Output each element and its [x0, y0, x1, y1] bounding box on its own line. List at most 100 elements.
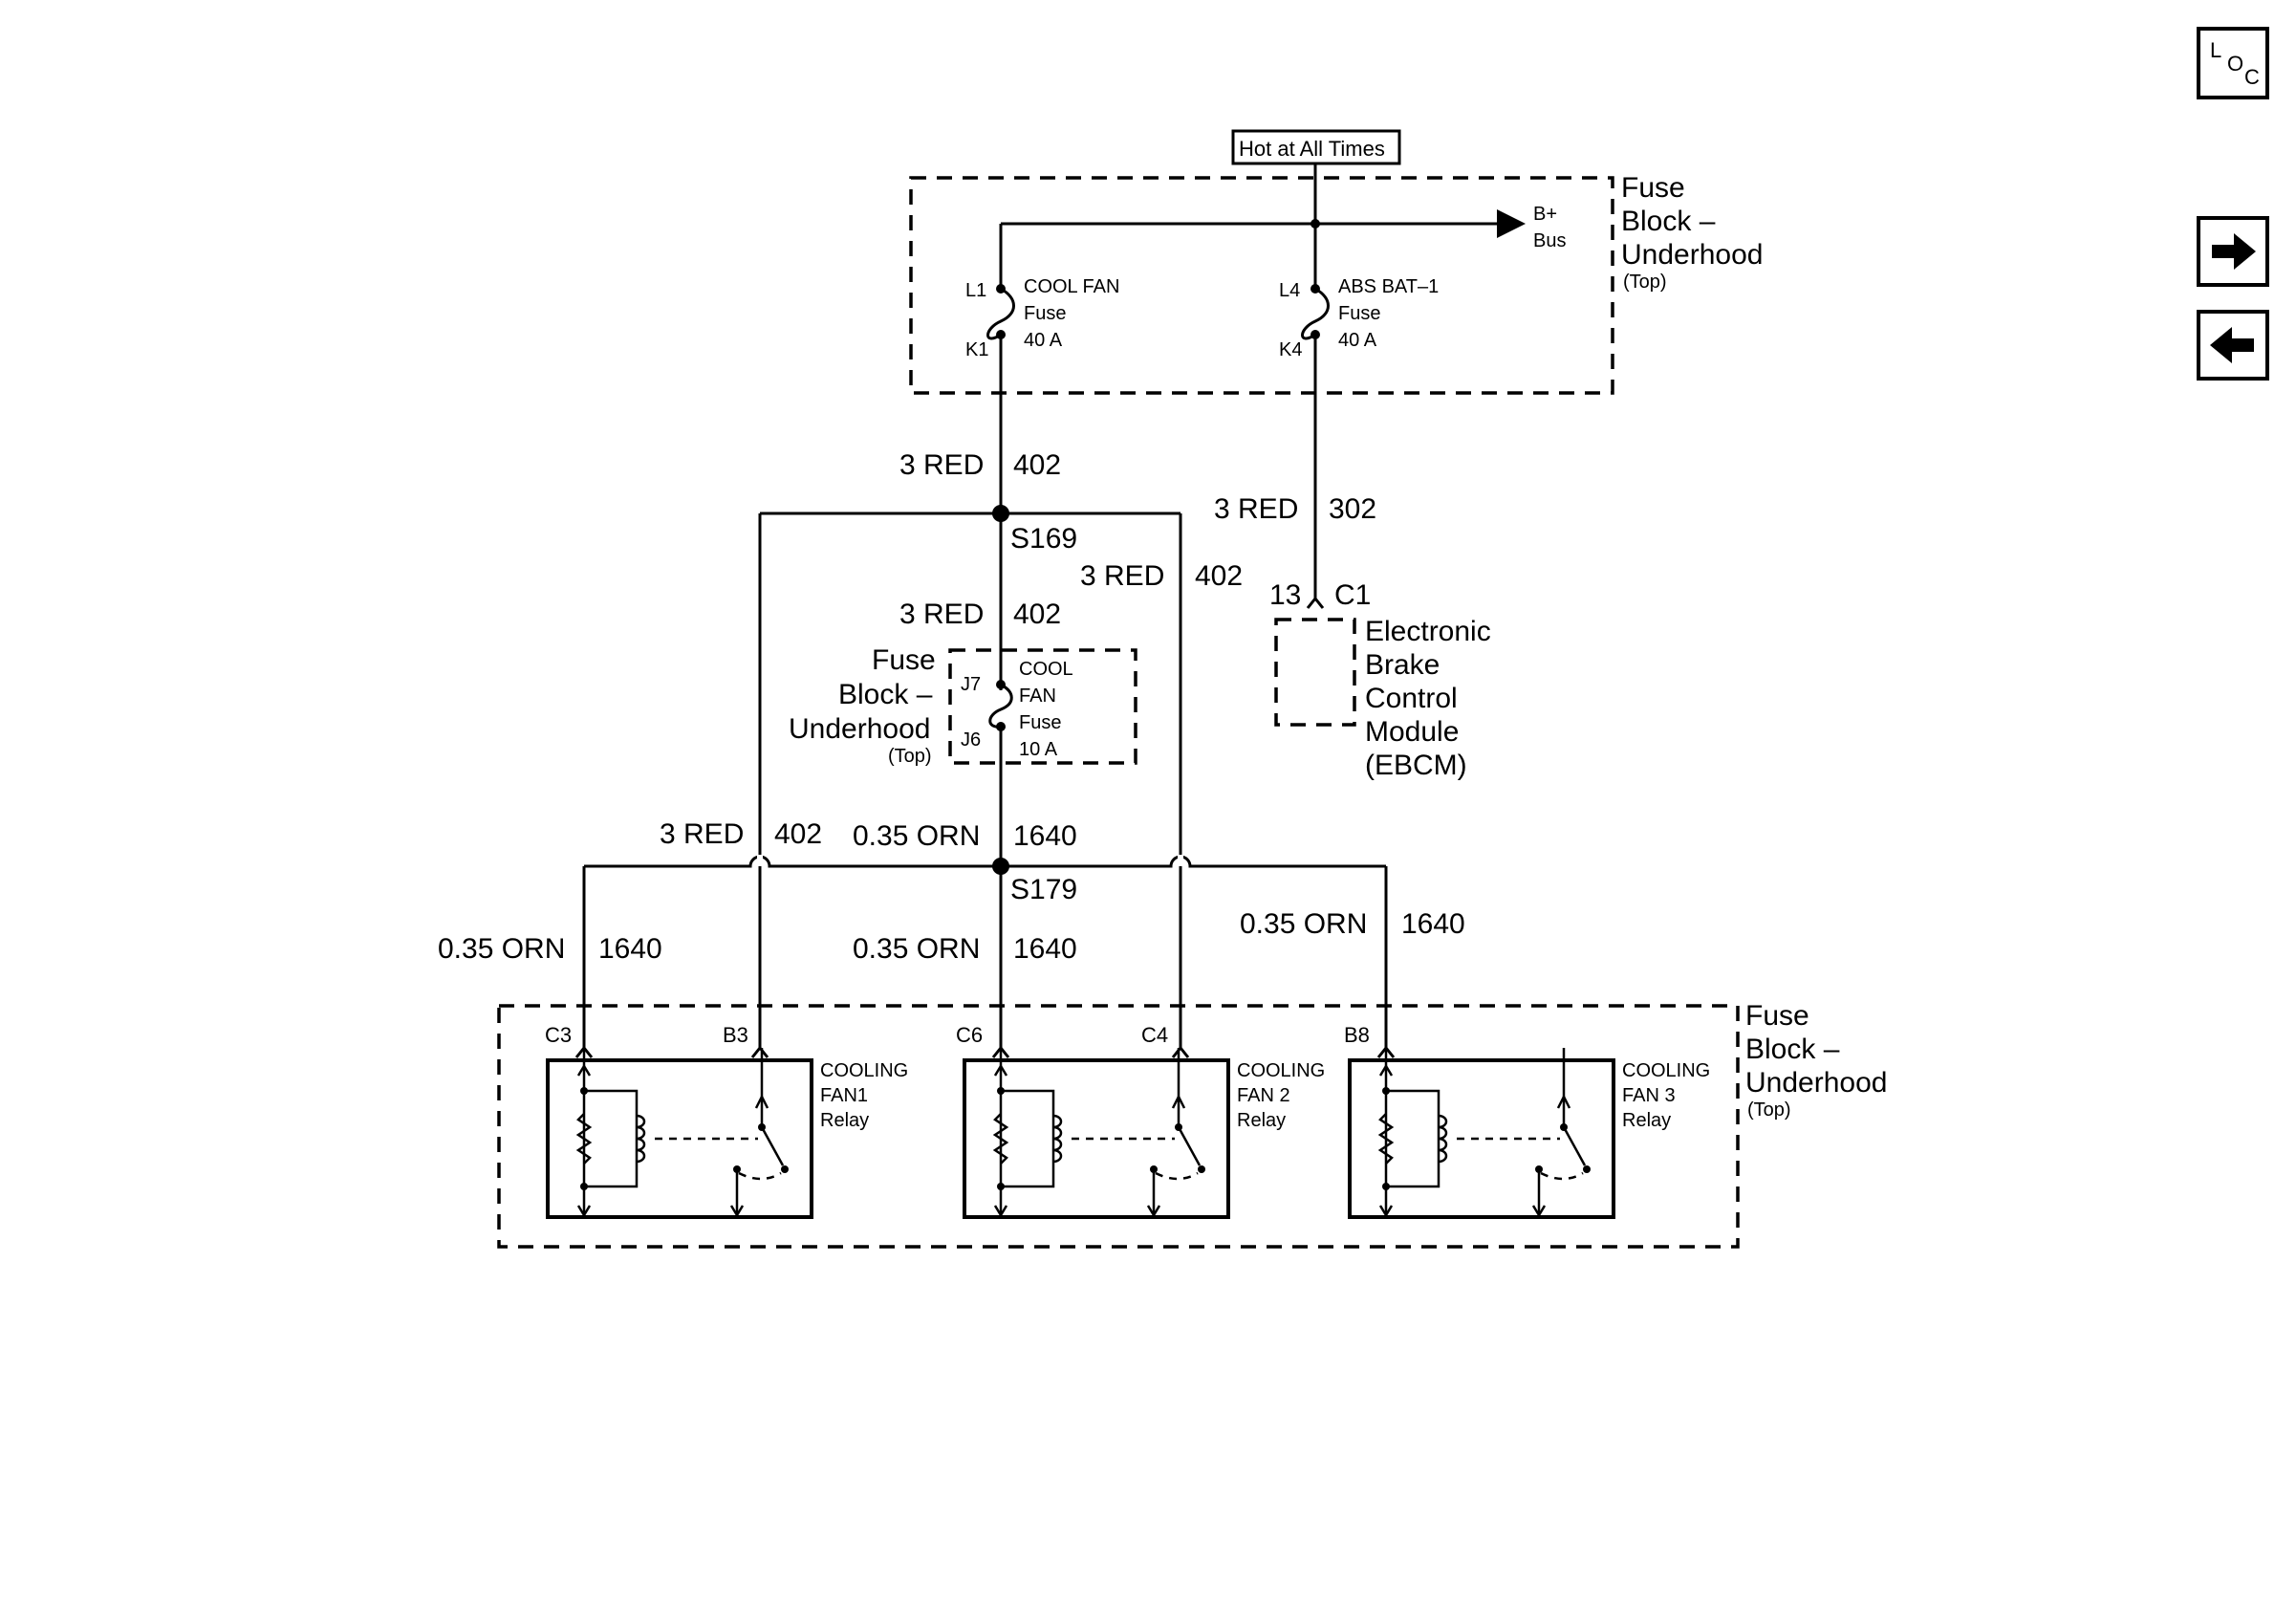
svg-text:40 A: 40 A — [1338, 330, 1377, 351]
wire-402-circuit-d: 402 — [774, 818, 822, 850]
cooling-fan-1-relay — [546, 1046, 813, 1219]
svg-text:COOLING: COOLING — [1622, 1060, 1710, 1081]
wire-302-circuit: 302 — [1329, 493, 1376, 525]
wire-1640-circuit-c: 1640 — [1013, 933, 1077, 965]
cool-fan-fuse-40a: L1 K1 COOL FAN Fuse 40 A — [965, 276, 1119, 360]
abs-bat-1-fuse-40a: L4 K4 ABS BAT–1 Fuse 40 A — [1279, 276, 1439, 360]
bus-label: Bus — [1533, 230, 1566, 251]
svg-text:FAN: FAN — [1019, 686, 1056, 707]
svg-text:Module: Module — [1365, 716, 1459, 748]
svg-text:COOL: COOL — [1019, 659, 1073, 680]
fuse-block-middle-outline — [948, 648, 1137, 765]
splice-s179-label: S179 — [1010, 874, 1077, 905]
fuse-block-middle-label: Fuse Block – Underhood (Top) — [789, 644, 936, 767]
cooling-fan-2-relay — [963, 1046, 1230, 1219]
relay2-label: COOLING FAN 2 Relay — [1237, 1060, 1325, 1131]
svg-text:Relay: Relay — [1622, 1110, 1671, 1131]
svg-text:Fuse: Fuse — [872, 644, 936, 676]
ebcm-pin-13: 13 — [1269, 579, 1301, 611]
svg-text:FAN 3: FAN 3 — [1622, 1085, 1676, 1106]
wire-1640-circuit-a: 1640 — [1013, 820, 1077, 852]
svg-text:L4: L4 — [1279, 280, 1300, 301]
svg-text:Block –: Block – — [838, 679, 933, 710]
splice-s169-label: S169 — [1010, 523, 1077, 555]
wire-402-size-d: 3 RED — [660, 818, 744, 850]
svg-text:Control: Control — [1365, 683, 1458, 714]
svg-text:10 A: 10 A — [1019, 739, 1058, 760]
arrow-left-icon — [2210, 327, 2254, 363]
wire-1640-size-a: 0.35 ORN — [853, 820, 980, 852]
svg-text:Fuse: Fuse — [1019, 712, 1061, 733]
fuse-block-relays-label: Fuse Block – Underhood (Top) — [1745, 1000, 1887, 1121]
svg-text:Fuse: Fuse — [1338, 303, 1380, 324]
svg-text:FAN 2: FAN 2 — [1237, 1085, 1290, 1106]
relay1-pin-b3: B3 — [723, 1023, 748, 1047]
svg-text:Relay: Relay — [1237, 1110, 1286, 1131]
svg-text:COOLING: COOLING — [1237, 1060, 1325, 1081]
relay2-pin-c4: C4 — [1141, 1023, 1168, 1047]
svg-text:Fuse: Fuse — [1621, 172, 1685, 204]
svg-text:J7: J7 — [961, 674, 981, 695]
fuse-block-relays-outline — [497, 1004, 1740, 1249]
bus-b-plus-label: B+ — [1533, 204, 1557, 225]
svg-text:FAN1: FAN1 — [820, 1085, 868, 1106]
wire-402-circuit-c: 402 — [1013, 599, 1061, 630]
relay1-pin-c3: C3 — [545, 1023, 572, 1047]
svg-text:ABS BAT–1: ABS BAT–1 — [1338, 276, 1439, 297]
ebcm-module-outline — [1274, 618, 1356, 727]
next-page-button[interactable] — [2197, 216, 2269, 287]
arrow-right-icon — [2212, 233, 2256, 270]
relay3-label: COOLING FAN 3 Relay — [1622, 1060, 1710, 1131]
svg-text:K4: K4 — [1279, 339, 1302, 360]
svg-text:L1: L1 — [965, 280, 986, 301]
svg-text:Underhood: Underhood — [789, 713, 930, 745]
ebcm-connector-c1: C1 — [1334, 579, 1371, 611]
svg-text:(EBCM): (EBCM) — [1365, 750, 1467, 781]
loc-letter-o: O — [2227, 52, 2243, 76]
hot-at-all-times-box — [1231, 129, 1401, 165]
svg-text:Underhood: Underhood — [1745, 1067, 1887, 1099]
svg-text:COOLING: COOLING — [820, 1060, 908, 1081]
relay3-pin-b8: B8 — [1344, 1023, 1370, 1047]
relay2-pin-c6: C6 — [956, 1023, 983, 1047]
wire-402-size-c: 3 RED — [899, 599, 984, 630]
svg-text:(Top): (Top) — [1623, 272, 1667, 293]
cooling-fan-3-relay — [1348, 1046, 1615, 1219]
wire-402-circuit-a: 402 — [1013, 449, 1061, 481]
wire-1640-size-d: 0.35 ORN — [1240, 908, 1367, 940]
svg-text:40 A: 40 A — [1024, 330, 1063, 351]
svg-text:Underhood: Underhood — [1621, 239, 1763, 271]
svg-text:Electronic: Electronic — [1365, 616, 1491, 647]
wire-1640-circuit-b: 1640 — [598, 933, 662, 965]
relay1-label: COOLING FAN1 Relay — [820, 1060, 908, 1131]
wire-402-size-a: 3 RED — [899, 449, 984, 481]
cool-fan-fuse-10a: J7 J6 COOL FAN Fuse 10 A — [961, 659, 1073, 760]
hot-at-all-times-label: Hot at All Times — [1239, 137, 1385, 161]
fuse-block-top-label: Fuse Block – Underhood (Top) — [1621, 172, 1763, 293]
svg-text:COOL FAN: COOL FAN — [1024, 276, 1119, 297]
svg-text:J6: J6 — [961, 729, 981, 751]
ebcm-label: Electronic Brake Control Module (EBCM) — [1365, 616, 1491, 781]
wire-1640-size-c: 0.35 ORN — [853, 933, 980, 965]
wire-1640-bus — [584, 855, 1386, 868]
wire-402-size-b: 3 RED — [1080, 560, 1164, 592]
wire-302-size: 3 RED — [1214, 493, 1298, 525]
fuse-block-top-outline — [909, 176, 1614, 395]
loc-button[interactable]: L O C — [2197, 27, 2269, 99]
svg-text:Brake: Brake — [1365, 649, 1440, 681]
wire-1640-size-b: 0.35 ORN — [438, 933, 565, 965]
svg-text:(Top): (Top) — [1747, 1099, 1791, 1121]
svg-text:(Top): (Top) — [888, 746, 932, 767]
svg-text:Fuse: Fuse — [1024, 303, 1066, 324]
svg-text:K1: K1 — [965, 339, 988, 360]
loc-letter-c: C — [2244, 65, 2260, 89]
svg-text:Relay: Relay — [820, 1110, 869, 1131]
svg-text:Block –: Block – — [1745, 1034, 1840, 1065]
svg-text:Fuse: Fuse — [1745, 1000, 1809, 1032]
wire-1640-circuit-d: 1640 — [1401, 908, 1465, 940]
previous-page-button[interactable] — [2197, 310, 2269, 381]
wire-402-circuit-b: 402 — [1195, 560, 1243, 592]
loc-letter-l: L — [2210, 38, 2221, 62]
svg-text:Block –: Block – — [1621, 206, 1716, 237]
